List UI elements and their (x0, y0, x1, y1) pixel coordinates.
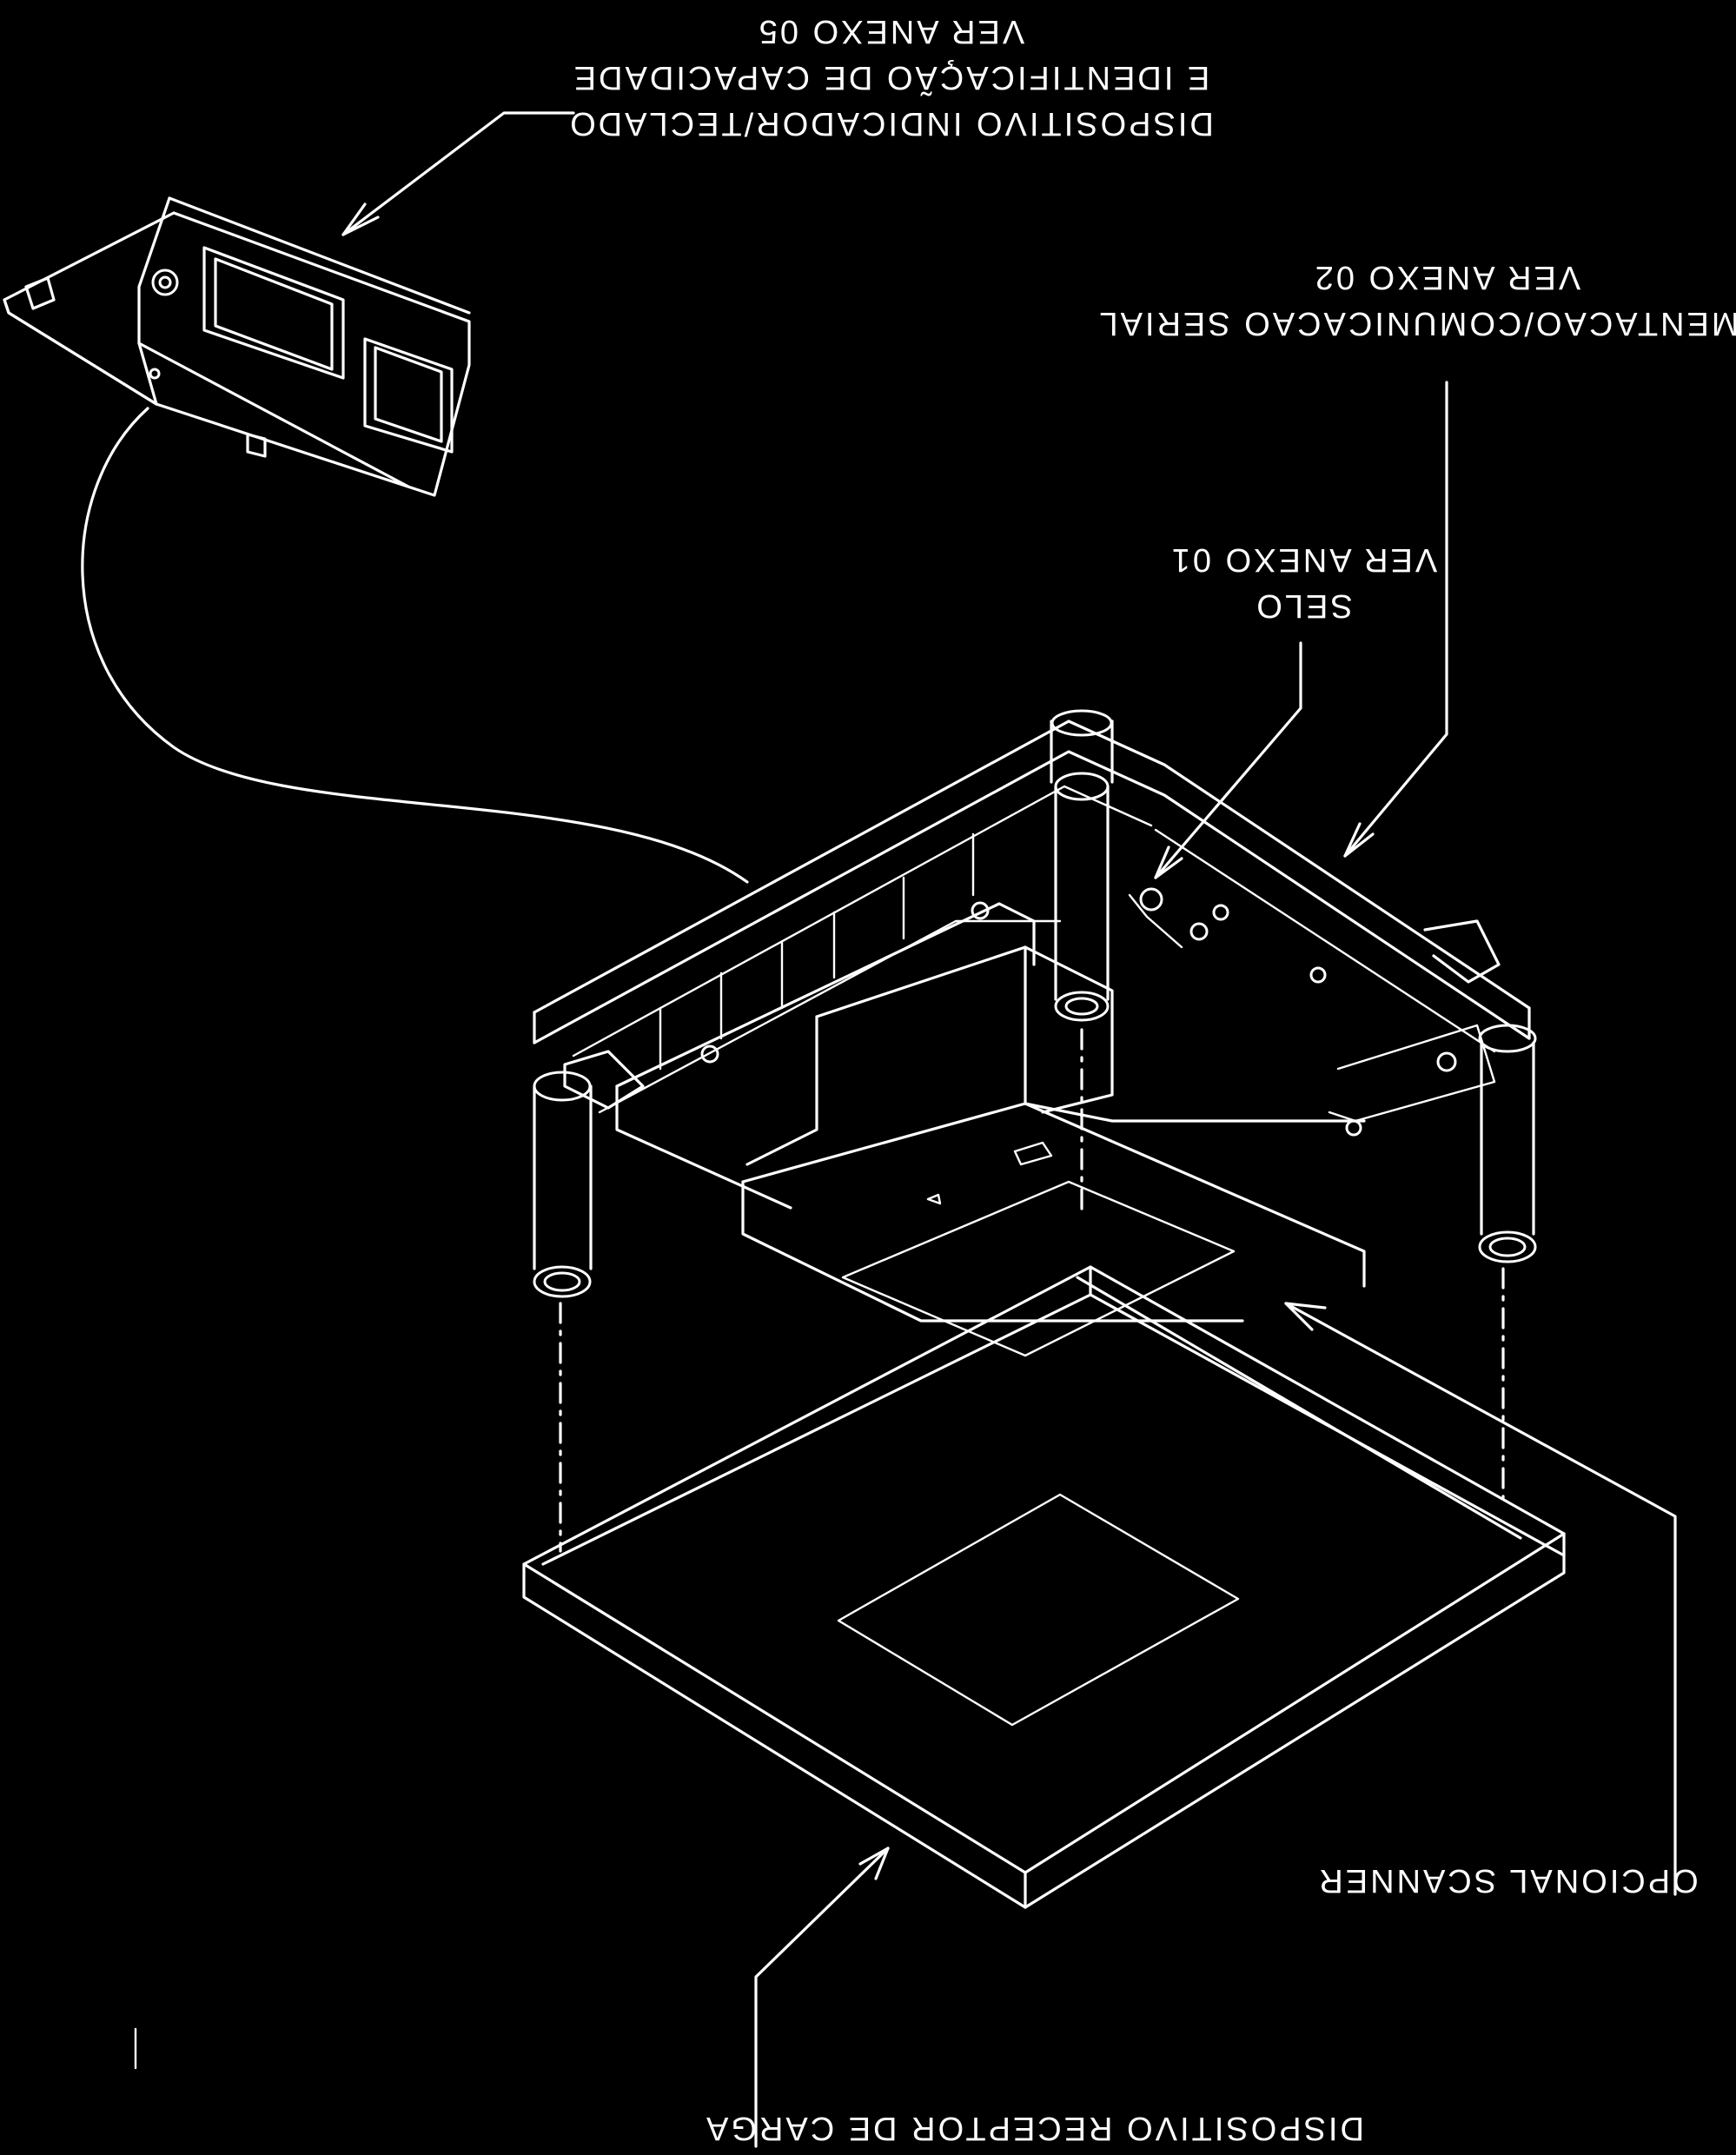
scale-leg-center (1054, 772, 1110, 1214)
leader-display (341, 111, 575, 236)
label-display-line3: VER ANEXO 05 (757, 13, 1024, 50)
label-load-platform: DISPOSITIVO RECEPTOR DE CARGA (704, 2110, 1364, 2146)
label-display-line2: E IDENTIFICAÇÃO DE CAPACIDADE (572, 59, 1210, 96)
leader-seal (1154, 641, 1302, 879)
label-seal: SELO VER ANEXO 01 (1169, 541, 1437, 624)
label-seal-line2: VER ANEXO 01 (1169, 541, 1437, 578)
label-display-line1: DISPOSITIVO INDICADOR/TECLADO (567, 105, 1214, 142)
scale-base-frame (533, 719, 1531, 1137)
label-platform-line1: DISPOSITIVO RECEPTOR DE CARGA (704, 2110, 1364, 2146)
label-optional-scanner: OPCIONAL SCANNER (1316, 1862, 1698, 1899)
load-cell-block (615, 902, 1366, 1357)
leader-platform (754, 1847, 890, 2148)
label-scanner-line1: OPCIONAL SCANNER (1316, 1862, 1698, 1899)
indicator-keypad-device (3, 196, 471, 497)
knob-icon (151, 269, 179, 296)
scale-leg-back-top (1050, 709, 1114, 784)
seal-icon (1139, 887, 1163, 912)
leader-power (1343, 381, 1448, 858)
label-display-device: DISPOSITIVO INDICADOR/TECLADO E IDENTIFI… (567, 13, 1214, 142)
label-power-serial: ALIMENTACAO/COMUNICACAO SERIAL VER ANEXO… (1097, 259, 1736, 341)
scale-leg-right (1478, 1024, 1537, 1501)
label-power-line1: ALIMENTACAO/COMUNICACAO SERIAL (1097, 305, 1736, 341)
label-power-line2: VER ANEXO 02 (1313, 259, 1580, 295)
connection-cable (81, 407, 749, 884)
leader-scanner (1284, 1302, 1677, 1896)
scale-leg-front-left (533, 1071, 593, 1553)
label-seal-line1: SELO (1254, 587, 1352, 624)
load-receiving-platform (522, 1265, 1566, 1909)
